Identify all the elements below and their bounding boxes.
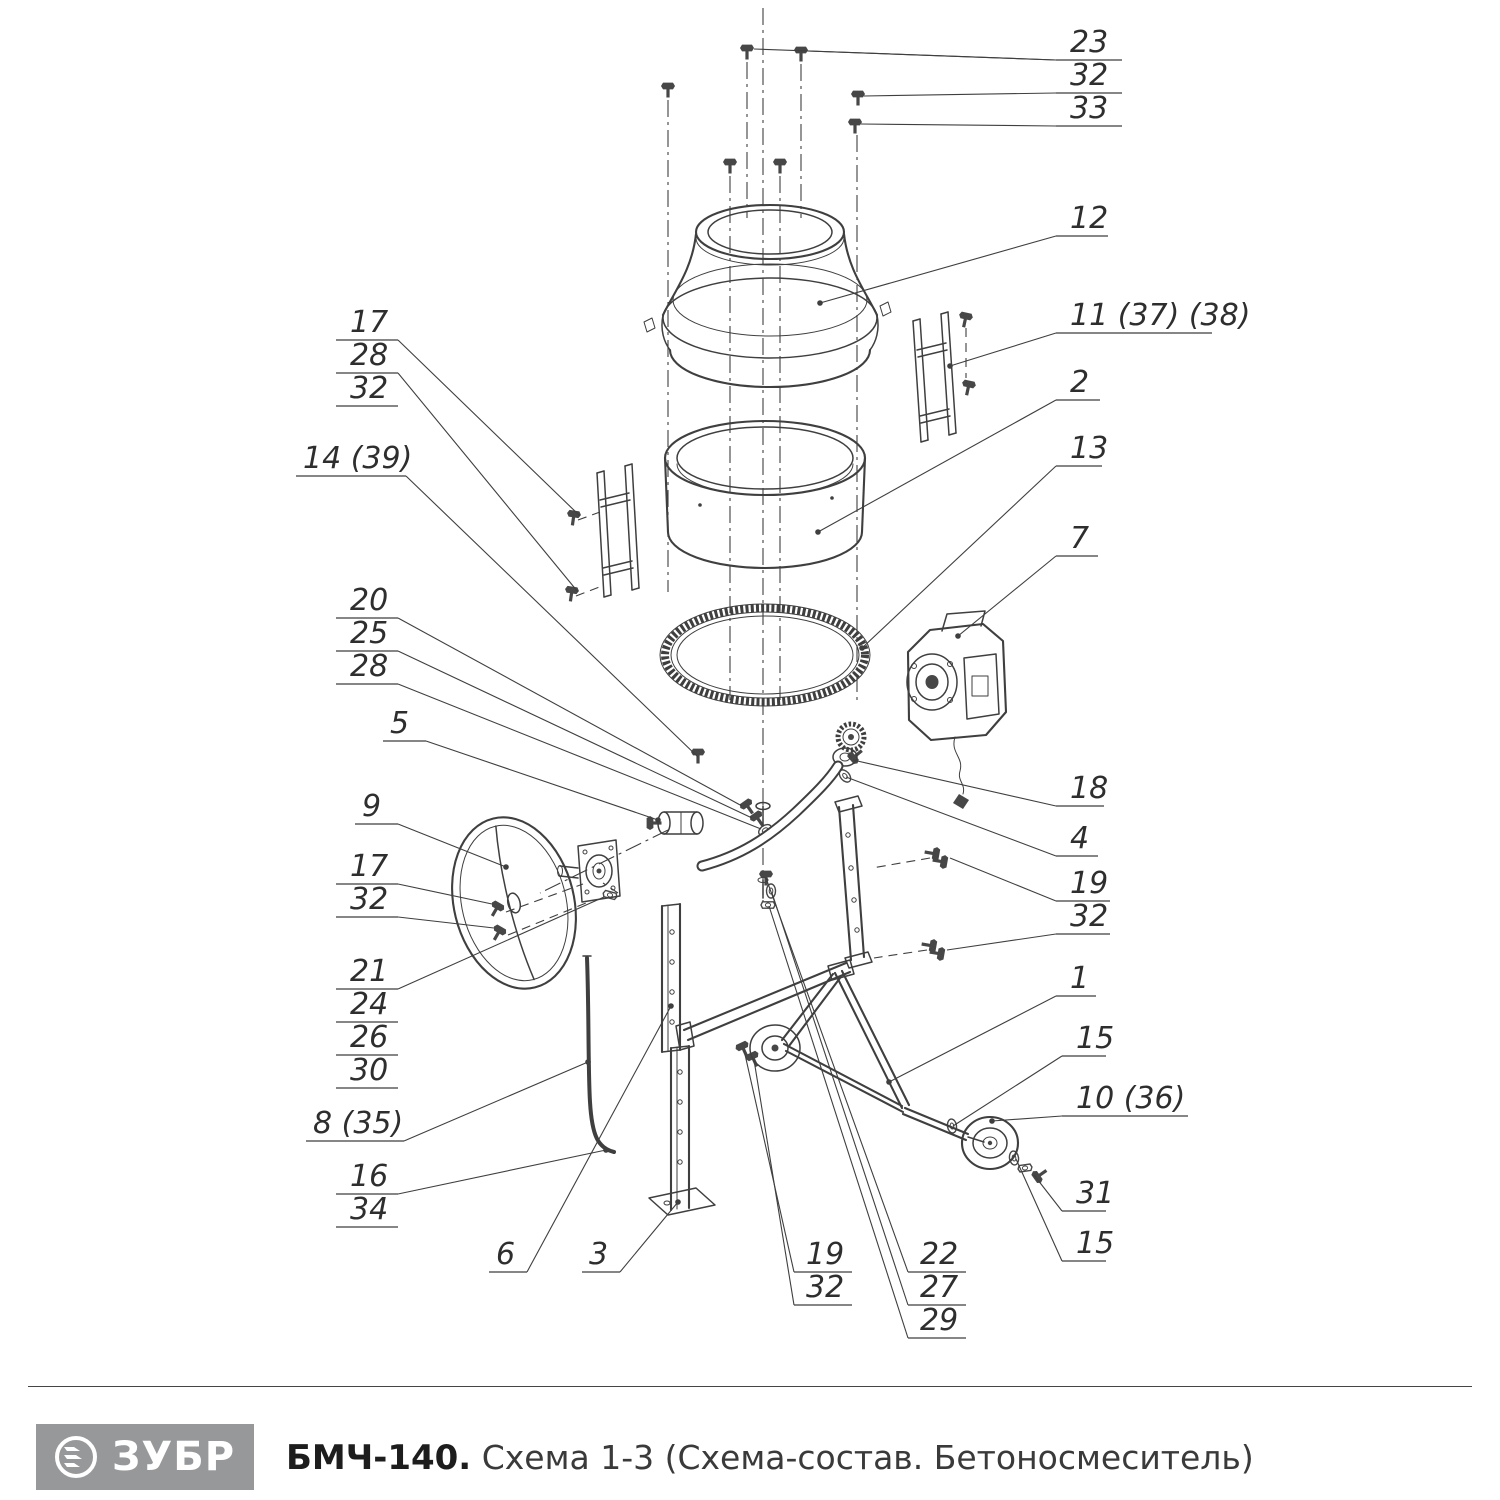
callout-22: 22	[920, 1237, 958, 1272]
callout-20: 20	[350, 583, 388, 618]
callout-26: 26	[350, 1020, 388, 1055]
callout-30: 30	[350, 1053, 388, 1088]
model-number: БМЧ-140.	[286, 1438, 472, 1478]
bracket-right	[912, 311, 957, 443]
callout-7: 7	[1070, 521, 1089, 556]
callout-31: 31	[1076, 1176, 1114, 1211]
gear-ring-part	[659, 603, 871, 707]
callout-17-b: 17	[350, 849, 388, 884]
callout-23: 23	[1070, 25, 1108, 60]
callout-10: 10 (36)	[1076, 1081, 1185, 1116]
callout-leaders	[296, 48, 1212, 1339]
zubr-logo-icon	[55, 1436, 97, 1478]
callout-33: 33	[1070, 91, 1108, 126]
callout-34: 34	[350, 1192, 388, 1227]
callout-14: 14 (39)	[303, 441, 412, 476]
callout-32-a: 32	[350, 371, 388, 406]
coupling-part	[657, 811, 704, 835]
left-post-lower	[648, 1044, 716, 1216]
callout-16: 16	[350, 1159, 388, 1194]
callout-6: 6	[496, 1237, 515, 1272]
motor-part	[906, 610, 1008, 809]
handle-rod-part	[582, 955, 616, 1154]
callout-15-lower: 15	[1076, 1226, 1114, 1261]
transport-wheel	[960, 1115, 1020, 1171]
callout-8: 8 (35)	[313, 1106, 403, 1141]
mixing-bowl-part	[663, 419, 867, 570]
callout-1: 1	[1070, 961, 1089, 996]
drum-cone-part	[643, 203, 892, 389]
brand-logo: ЗУБР	[36, 1424, 254, 1490]
shaft-tube-part	[696, 760, 844, 899]
front-aframe	[780, 959, 985, 1143]
callout-9: 9	[362, 789, 381, 824]
footer-divider	[28, 1386, 1472, 1387]
center-axes	[505, 8, 967, 959]
frame-beam	[675, 961, 852, 1051]
callout-4: 4	[1070, 821, 1089, 856]
callout-17-a: 17	[350, 305, 388, 340]
callout-27: 27	[920, 1270, 958, 1305]
callout-19-bottom: 19	[806, 1237, 844, 1272]
callout-18: 18	[1070, 771, 1108, 806]
callout-32-bottom: 32	[806, 1270, 844, 1305]
callout-5: 5	[390, 706, 409, 741]
callout-12: 12	[1070, 201, 1108, 236]
callout-19-right: 19	[1070, 866, 1108, 901]
callout-32-top: 32	[1070, 58, 1108, 93]
hub-flange-part	[557, 839, 621, 903]
callout-labels: 23 32 33 12 11 (37) (38) 2 13 7 18 4 19 …	[303, 25, 1250, 1338]
callout-32-b: 32	[350, 882, 388, 917]
handwheel-part	[451, 816, 577, 990]
small-gear-part	[832, 721, 867, 767]
callout-28-b: 28	[350, 649, 388, 684]
drawing-title: БМЧ-140. Схема 1-3 (Схема-состав. Бетоно…	[286, 1438, 1254, 1478]
callout-24: 24	[350, 987, 388, 1022]
support-wheel	[749, 1024, 801, 1072]
bracket-left	[596, 463, 640, 598]
callout-11: 11 (37) (38)	[1070, 298, 1250, 333]
brand-name: ЗУБР	[112, 1434, 236, 1480]
callout-25: 25	[350, 616, 388, 651]
schema-title: Схема 1-3 (Схема-состав. Бетоносмеситель…	[481, 1438, 1254, 1477]
frame-rear-post	[834, 795, 873, 969]
callout-13: 13	[1070, 431, 1108, 466]
fasteners	[486, 44, 1051, 1185]
callout-3: 3	[589, 1237, 608, 1272]
callout-32-right: 32	[1070, 899, 1108, 934]
callout-29: 29	[920, 1303, 958, 1338]
callout-15-upper: 15	[1076, 1021, 1114, 1056]
callout-28-a: 28	[350, 338, 388, 373]
callout-21: 21	[350, 954, 388, 989]
callout-2: 2	[1070, 365, 1089, 400]
